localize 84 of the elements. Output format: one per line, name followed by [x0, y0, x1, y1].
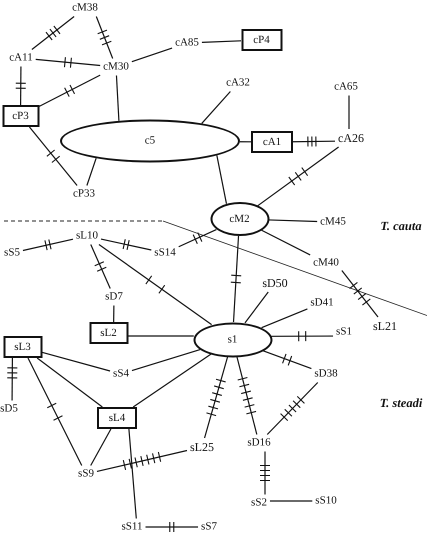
connector-line [86, 158, 97, 186]
haplotype-label: cP33 [72, 188, 96, 200]
connector-line [293, 140, 335, 142]
connector-line [116, 75, 120, 121]
connector-line [132, 348, 200, 372]
haplotype-label: sD7 [104, 290, 124, 304]
connector-line [262, 350, 312, 370]
connector-line [42, 352, 110, 372]
species-label: T. cauta [380, 220, 422, 232]
haplotype-label: cA85 [174, 36, 200, 50]
haplotype-label: sS7 [200, 520, 218, 534]
haplotype-label: sS11 [120, 520, 144, 534]
connector-line [216, 155, 228, 204]
connector-line [341, 270, 378, 318]
connector-line [128, 428, 137, 519]
connector-line [90, 428, 112, 466]
haplotype-label: cM38 [71, 2, 99, 14]
connector-line [11, 358, 13, 400]
connector-line [270, 500, 312, 502]
haplotype-label: sD41 [309, 296, 335, 310]
connector-line [244, 292, 269, 324]
haplotype-box: sL4 [97, 407, 137, 429]
connector-line [38, 74, 100, 108]
connector-line [236, 356, 258, 435]
connector-line [36, 358, 103, 408]
haplotype-label: sS1 [335, 326, 353, 338]
haplotype-label: sL21 [372, 319, 398, 333]
connector-line [257, 146, 339, 206]
connector-line [232, 236, 240, 322]
haplotype-ellipse: s1 [193, 322, 272, 357]
connector-line [261, 308, 308, 328]
connector-line [264, 452, 266, 494]
connector-line [36, 58, 100, 66]
haplotype-label: sD5 [0, 402, 19, 416]
haplotype-box: sL2 [89, 322, 128, 344]
connector-line [201, 91, 231, 124]
connector-line [32, 16, 74, 50]
connector-line [261, 230, 310, 256]
haplotype-label: cA11 [8, 52, 34, 64]
connector-line [90, 244, 111, 289]
connector-line [98, 244, 212, 326]
haplotype-label: sS9 [77, 468, 95, 480]
haplotype-label: sS5 [3, 246, 21, 260]
haplotype-label: sL10 [75, 230, 99, 242]
haplotype-label: cA65 [333, 80, 359, 94]
connector-line [128, 335, 194, 337]
haplotype-label: sD38 [313, 368, 339, 380]
connector-line [96, 16, 114, 59]
haplotype-label: cM30 [102, 60, 130, 74]
connector-line [268, 219, 318, 222]
connector-line [96, 450, 188, 472]
haplotype-box: cA1 [251, 131, 293, 153]
connector-line [22, 238, 74, 252]
haplotype-label: sL25 [189, 440, 215, 454]
haplotype-box: cP3 [2, 105, 39, 127]
haplotype-label: cA26 [337, 131, 365, 145]
connector-line [146, 526, 198, 528]
connector-line [113, 306, 114, 322]
connector-line [29, 126, 78, 186]
haplotype-ellipse: cM2 [210, 202, 269, 236]
haplotype-label: sS2 [250, 496, 268, 510]
connector-line [204, 356, 228, 438]
haplotype-label: sS4 [112, 368, 130, 380]
haplotype-label: sD16 [246, 436, 272, 450]
haplotype-ellipse: c5 [60, 120, 240, 162]
haplotype-box: cP4 [241, 29, 282, 51]
connector-line [132, 47, 172, 62]
connector-line [348, 96, 350, 129]
haplotype-label: sS14 [153, 246, 177, 260]
haplotype-box: sL3 [3, 336, 42, 358]
connector-line [240, 141, 251, 142]
connector-line [202, 40, 242, 43]
haplotype-label: cM45 [319, 216, 347, 228]
haplotype-label: cM40 [312, 256, 340, 270]
haplotype-label: sS10 [314, 494, 338, 508]
connector-line [178, 229, 217, 248]
connector-line [100, 238, 152, 251]
connector-line [27, 358, 82, 466]
connector-line [20, 66, 22, 105]
haplotype-label: cA32 [225, 76, 251, 90]
haplotype-label: sD50 [261, 276, 289, 290]
connector-line [266, 382, 318, 435]
connector-line [271, 335, 334, 337]
species-label: T. steadi [380, 396, 422, 410]
